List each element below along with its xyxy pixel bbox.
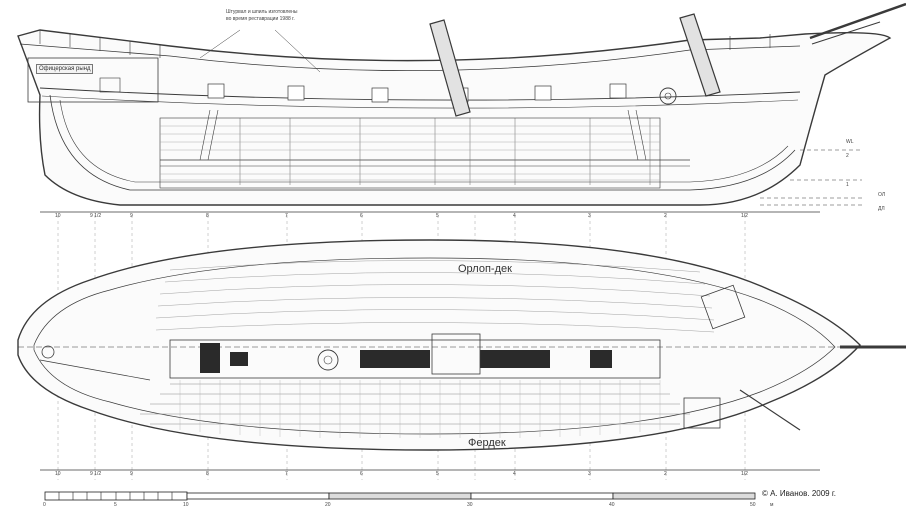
- plan-station-label: 10: [55, 471, 61, 477]
- scale-tick-label: 30: [467, 502, 473, 508]
- profile-station-label: 10: [55, 213, 61, 219]
- profile-station-label: 6: [360, 213, 363, 219]
- scale-tick-label: 5: [114, 502, 117, 508]
- scale-tick-label: 20: [325, 502, 331, 508]
- scale-tick-label: 40: [609, 502, 615, 508]
- fore-deck-label: Фердек: [468, 437, 506, 449]
- waterline-mark: 2: [846, 153, 849, 159]
- profile-station-label: 5: [436, 213, 439, 219]
- plan-hull-outline: [17, 239, 861, 451]
- profile-station-label: 7: [285, 213, 288, 219]
- profile-station-label: 8: [206, 213, 209, 219]
- profile-hull-outline: [17, 29, 892, 206]
- annotation-line-1: Штурвал и шпиль изготовлены: [226, 9, 298, 15]
- orlop-deck-label: Орлоп-дек: [458, 263, 512, 275]
- plan-view: [17, 239, 906, 471]
- scale-bar: [44, 491, 756, 501]
- scale-tick-label: 10: [183, 502, 189, 508]
- profile-station-label: 1/2: [741, 213, 748, 219]
- profile-station-label: 4: [513, 213, 516, 219]
- waterline-mark: ОЛ: [878, 192, 886, 198]
- plan-station-label: 5: [436, 471, 439, 477]
- plan-station-label: 7: [285, 471, 288, 477]
- copyright-label: © А. Иванов. 2009 г.: [762, 489, 837, 498]
- plan-station-label: 1/2: [741, 471, 748, 477]
- waterline-mark: ДЛ: [878, 206, 885, 212]
- scale-tick-label: 50: [750, 502, 756, 508]
- plan-station-label: 9: [130, 471, 133, 477]
- scale-tick-label: 0: [43, 502, 46, 508]
- plan-station-label: 4: [513, 471, 516, 477]
- profile-station-label: 2: [664, 213, 667, 219]
- profile-station-label: 9 1/2: [90, 213, 102, 219]
- waterline-mark: WL: [846, 139, 854, 145]
- profile-station-label: 9: [130, 213, 133, 219]
- cabin-label: Офицерская рынд: [36, 64, 94, 74]
- annotation-line-2: во время реставрации 1988 г.: [226, 16, 295, 22]
- profile-view: [17, 2, 906, 213]
- plan-station-label: 2: [664, 471, 667, 477]
- profile-station-label: 3: [588, 213, 591, 219]
- plan-station-label: 9 1/2: [90, 471, 102, 477]
- plan-station-label: 3: [588, 471, 591, 477]
- waterline-mark: 1: [846, 182, 849, 188]
- plan-station-label: 6: [360, 471, 363, 477]
- scale-unit-label: м: [770, 502, 774, 508]
- plan-station-label: 8: [206, 471, 209, 477]
